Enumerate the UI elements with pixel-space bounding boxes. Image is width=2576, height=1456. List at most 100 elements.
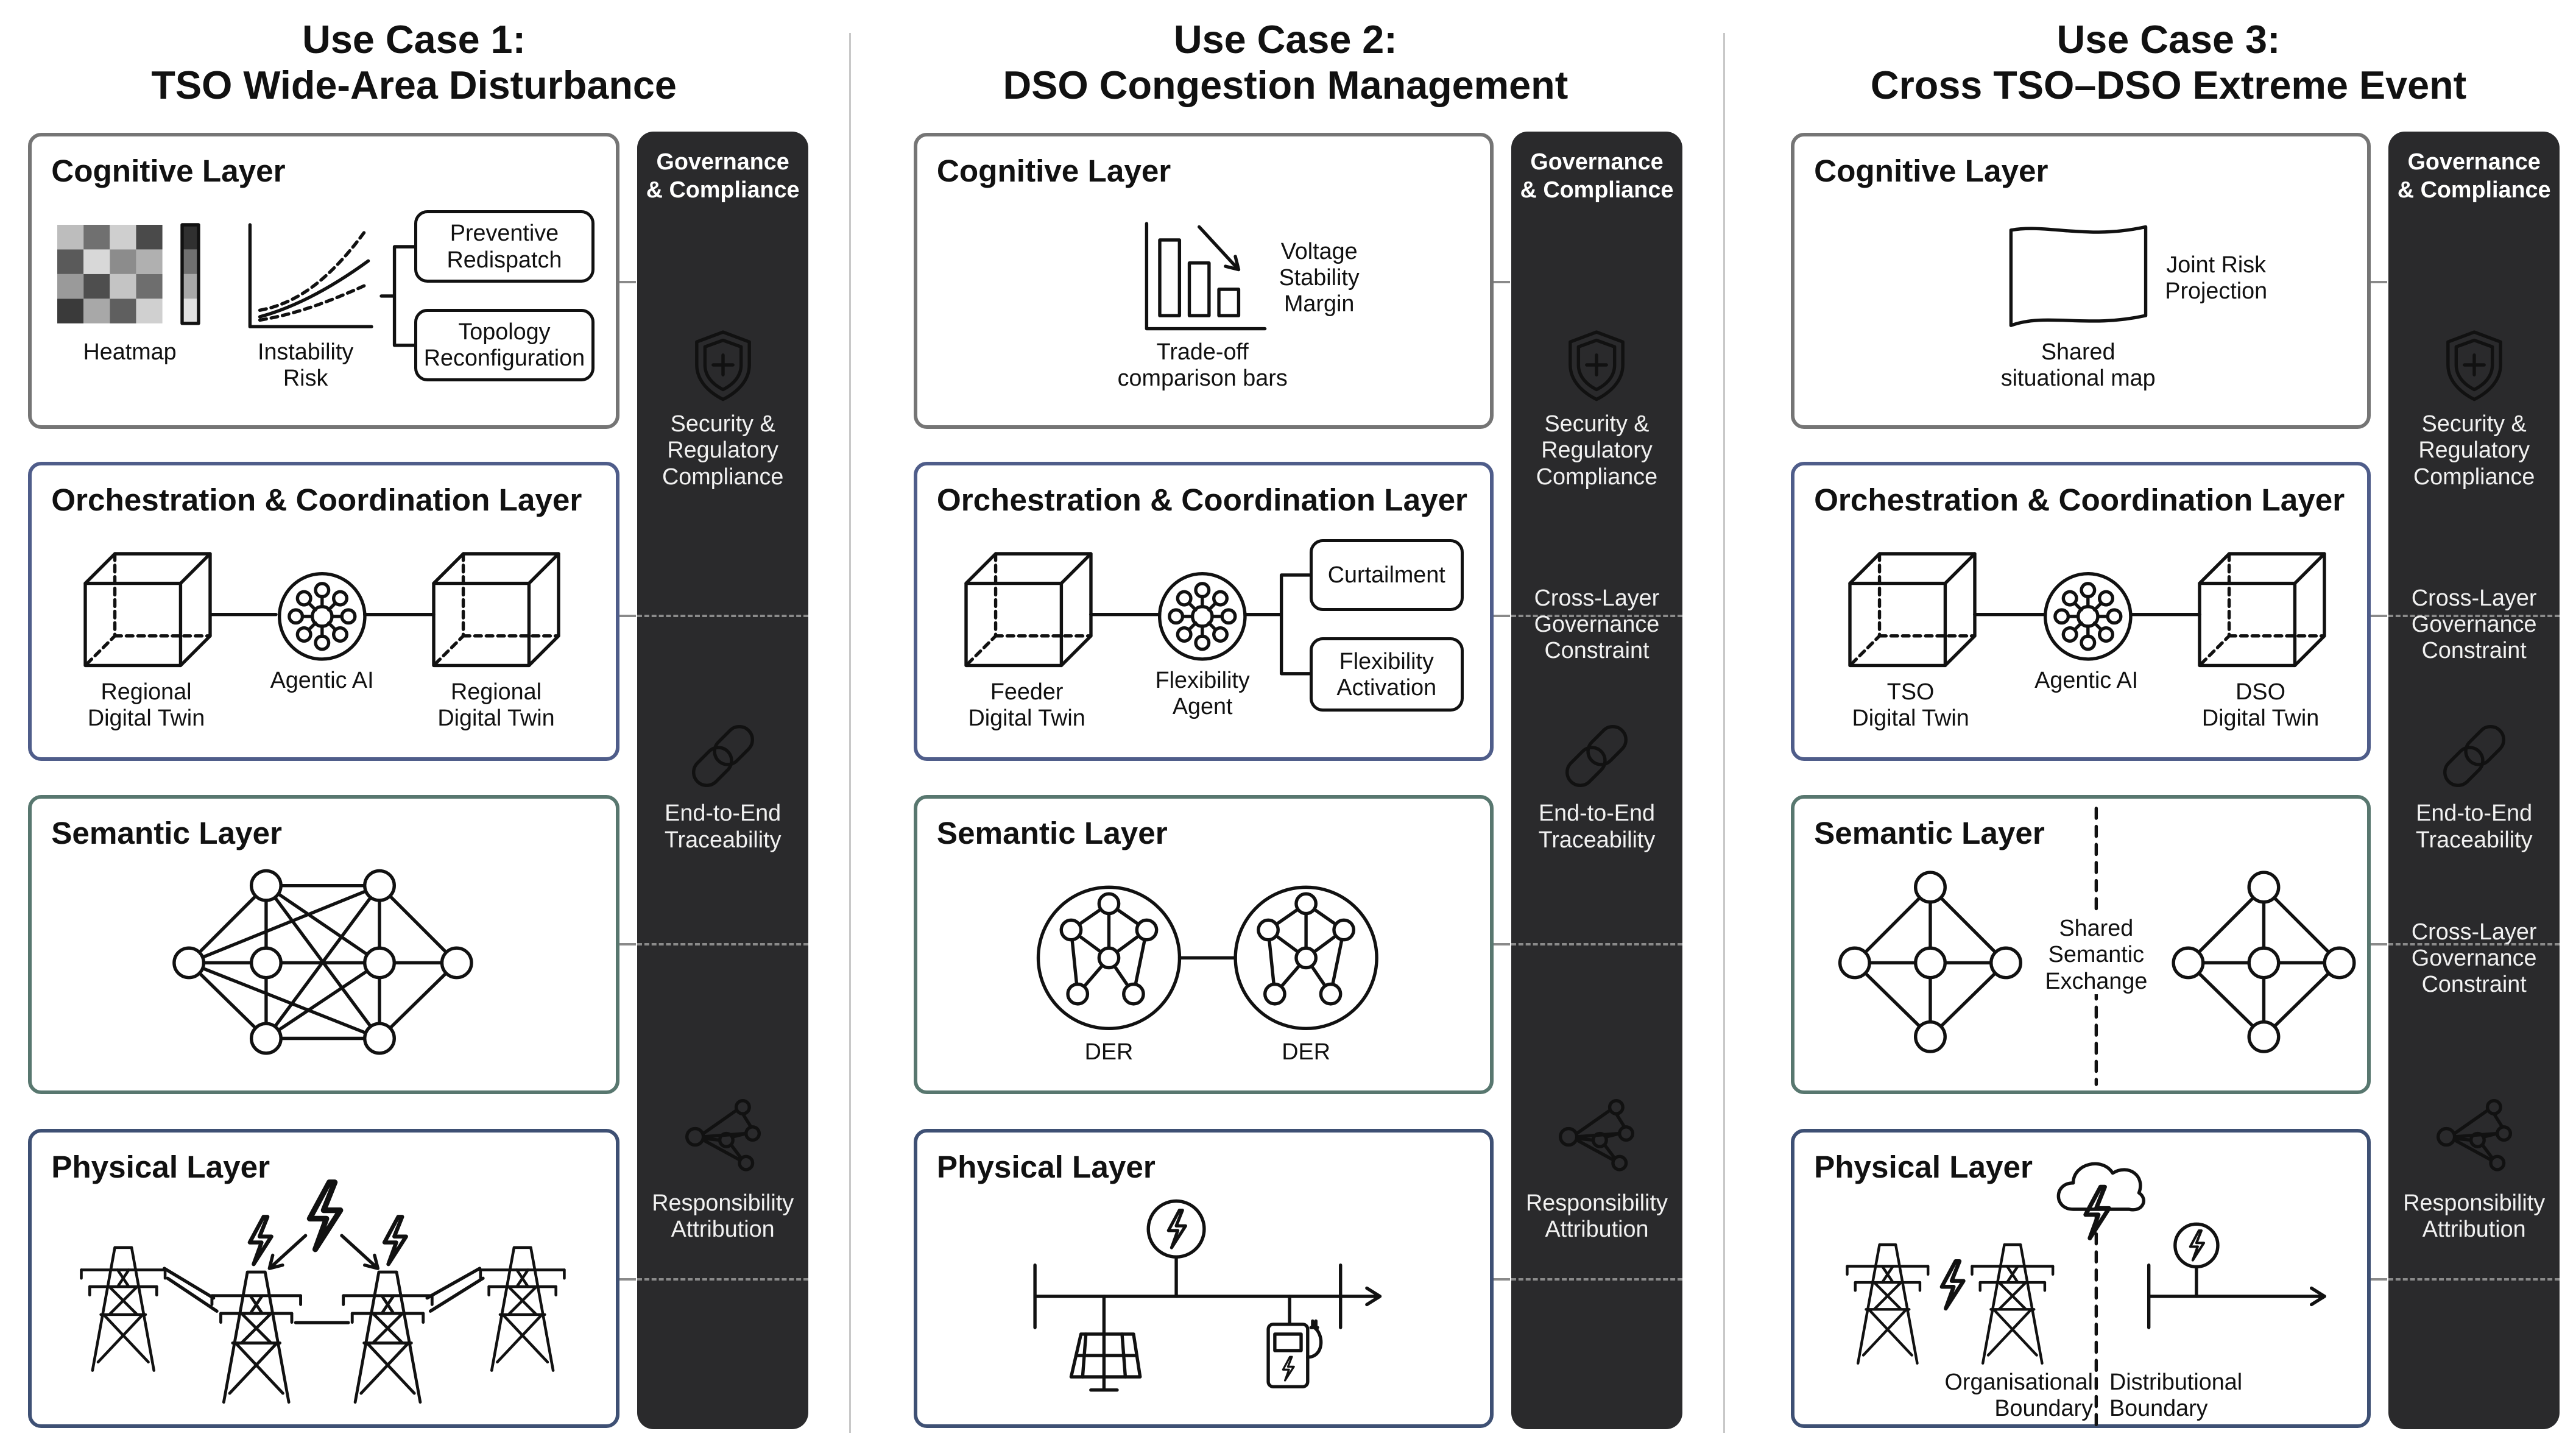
gov-connector bbox=[619, 614, 636, 618]
governance-divider bbox=[1511, 943, 1682, 947]
dso-digital-twin-label: DSO Digital Twin bbox=[2201, 678, 2320, 731]
use-case-1-title: Use Case 1: TSO Wide-Area Disturbance bbox=[28, 16, 800, 108]
uc3-semantic-graphs bbox=[1838, 807, 2356, 1086]
column-divider bbox=[849, 32, 852, 1433]
governance-item: Cross-Layer Governance Constraint bbox=[2411, 918, 2537, 997]
governance-item: Security & Regulatory Compliance bbox=[662, 411, 784, 489]
use-case-1-heading-line2: TSO Wide-Area Disturbance bbox=[151, 63, 677, 108]
lightning-icon bbox=[1942, 1261, 1964, 1309]
uc1-semantic-layer: Semantic Layer bbox=[27, 795, 619, 1095]
solar-panel-icon bbox=[1069, 1332, 1142, 1392]
uc3-cognitive-layer: Cognitive Layer bbox=[1790, 133, 2371, 429]
uc1-orchestration-links bbox=[208, 612, 436, 617]
uc1-governance-bar: Governance & Compliance Security & Regul… bbox=[637, 131, 808, 1430]
uc2-semantic-layer: Semantic Layer bbox=[913, 795, 1494, 1095]
governance-item: Responsibility Attribution bbox=[652, 1189, 794, 1242]
governance-item: Security & Regulatory Compliance bbox=[1536, 411, 1658, 489]
uc2-governance-bar: Governance & Compliance Security & Regul… bbox=[1511, 131, 1682, 1430]
feeder-digital-twin-label: Feeder Digital Twin bbox=[968, 678, 1085, 731]
gov-connector bbox=[1493, 614, 1510, 618]
governance-item: Responsibility Attribution bbox=[1526, 1189, 1668, 1242]
trade-off-bar-chart bbox=[1145, 222, 1267, 331]
tso-digital-twin-label: TSO Digital Twin bbox=[1852, 678, 1969, 731]
gov-connector bbox=[1493, 1278, 1510, 1282]
shield-icon bbox=[2474, 365, 2476, 367]
chain-link-icon bbox=[2474, 756, 2476, 758]
distributional-boundary-label: Distributional Boundary bbox=[2109, 1368, 2243, 1421]
layer-title: Semantic Layer bbox=[51, 816, 282, 851]
flexibility-activation-option: Flexibility Activation bbox=[1309, 637, 1464, 712]
layer-title: Cognitive Layer bbox=[936, 154, 1171, 189]
uc3-physical-grid bbox=[0, 1162, 2326, 1428]
shared-semantic-exchange-label: Shared Semantic Exchange bbox=[2030, 915, 2162, 994]
voltage-stability-margin-label: Voltage Stability Margin bbox=[1279, 238, 1360, 317]
gov-connector bbox=[2370, 1278, 2387, 1282]
uc3-orchestration-links bbox=[1973, 612, 2201, 617]
transmission-tower-icon bbox=[1972, 1245, 2053, 1363]
uc2-cognitive-layer: Cognitive Layer bbox=[913, 133, 1494, 429]
layer-title: Physical Layer bbox=[936, 1149, 1156, 1184]
governance-divider bbox=[637, 614, 808, 618]
governance-divider bbox=[2388, 614, 2560, 618]
instability-risk-chart bbox=[248, 223, 373, 329]
layer-title: Physical Layer bbox=[51, 1149, 270, 1184]
layer-title: Orchestration & Coordination Layer bbox=[51, 482, 582, 517]
heatmap-icon bbox=[57, 223, 201, 326]
governance-divider bbox=[637, 943, 808, 947]
shared-situational-map-label: Shared situational map bbox=[2000, 338, 2156, 391]
preventive-redispatch-option: Preventive Redispatch bbox=[414, 210, 595, 283]
governance-divider bbox=[2388, 943, 2560, 947]
governance-item: Cross-Layer Governance Constraint bbox=[1534, 585, 1660, 663]
gov-connector bbox=[2370, 943, 2387, 947]
governance-divider bbox=[1511, 614, 1682, 618]
gov-connector bbox=[619, 943, 636, 947]
situational-map-icon bbox=[2009, 225, 2147, 327]
governance-title: Governance & Compliance bbox=[1520, 148, 1674, 202]
regional-digital-twin-left-label: Regional Digital Twin bbox=[87, 678, 205, 731]
uc1-orchestration-layer: Orchestration & Coordination Layer bbox=[27, 461, 619, 761]
flexibility-agent-label: Flexibility Agent bbox=[1155, 666, 1250, 719]
governance-title: Governance & Compliance bbox=[2397, 148, 2551, 202]
use-case-3-heading-line1: Use Case 3: bbox=[2056, 16, 2281, 62]
der-graph-icon bbox=[1036, 885, 1378, 1031]
governance-item: Responsibility Attribution bbox=[2403, 1189, 2546, 1242]
governance-divider bbox=[2388, 1278, 2560, 1282]
heatmap-label: Heatmap bbox=[83, 338, 177, 364]
gov-connector bbox=[2370, 614, 2387, 618]
governance-divider bbox=[637, 1278, 808, 1282]
governance-item: End-to-End Traceability bbox=[2415, 800, 2533, 852]
network-nodes-icon bbox=[2474, 1137, 2476, 1139]
gov-connector bbox=[1493, 281, 1510, 285]
governance-divider bbox=[1511, 1278, 1682, 1282]
governance-item: Security & Regulatory Compliance bbox=[2413, 411, 2535, 489]
gov-connector bbox=[619, 1278, 636, 1282]
uc1-physical-grid bbox=[0, 0, 657, 1446]
topology-reconfiguration-option: Topology Reconfiguration bbox=[414, 309, 595, 381]
curtailment-option: Curtailment bbox=[1309, 539, 1464, 612]
use-case-3-title: Use Case 3: Cross TSO–DSO Extreme Event bbox=[1787, 16, 2549, 108]
governance-item: Cross-Layer Governance Constraint bbox=[2411, 585, 2537, 663]
joint-risk-projection-label: Joint Risk Projection bbox=[2165, 251, 2268, 303]
governance-title: Governance & Compliance bbox=[646, 148, 800, 202]
der-left-label: DER bbox=[1084, 1038, 1134, 1064]
use-case-2-heading-line1: Use Case 2: bbox=[1173, 16, 1397, 62]
uc2-orchestration-links bbox=[1089, 573, 1311, 676]
trade-off-label: Trade-off comparison bars bbox=[1117, 338, 1288, 391]
use-case-1-heading-line1: Use Case 1: bbox=[302, 16, 526, 62]
ev-charger-icon bbox=[1266, 1319, 1323, 1388]
governance-item: End-to-End Traceability bbox=[664, 800, 782, 852]
use-case-3-heading-line2: Cross TSO–DSO Extreme Event bbox=[1870, 63, 2467, 108]
uc2-physical-layer: Physical Layer bbox=[913, 1128, 1494, 1428]
agentic-ai-label: Agentic AI bbox=[270, 666, 374, 693]
organisational-boundary-label: Organisational Boundary bbox=[1944, 1368, 2093, 1421]
gov-connector bbox=[2370, 281, 2387, 285]
uc2-physical-feeder bbox=[1033, 1199, 1382, 1392]
semantic-graph-icon bbox=[172, 869, 473, 1055]
layer-title: Cognitive Layer bbox=[1814, 154, 2048, 189]
regional-digital-twin-right-label: Regional Digital Twin bbox=[437, 678, 555, 731]
der-right-label: DER bbox=[1282, 1038, 1330, 1064]
layer-title: Cognitive Layer bbox=[51, 154, 286, 189]
gov-connector bbox=[619, 281, 636, 285]
uc3-governance-bar: Governance & Compliance Security & Regul… bbox=[2388, 131, 2560, 1430]
gov-connector bbox=[1493, 943, 1510, 947]
